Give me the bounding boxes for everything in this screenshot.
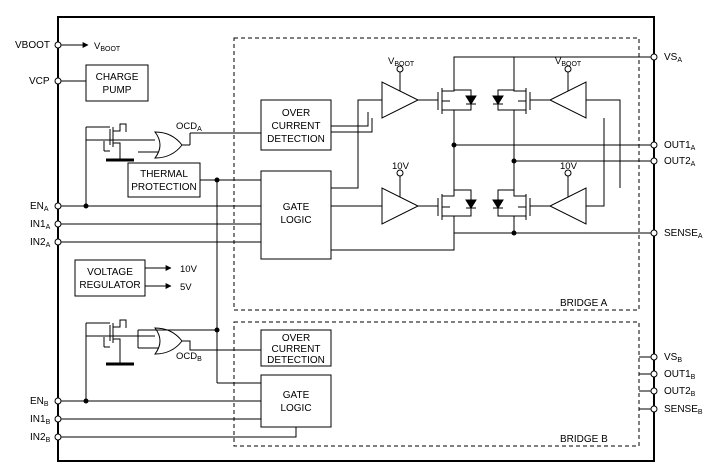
- svg-text:OUT1B: OUT1B: [664, 369, 696, 381]
- svg-text:OUT1A: OUT1A: [664, 140, 696, 152]
- bridge-a-region: [233, 37, 640, 311]
- pin-out1-b: OUT1B: [650, 369, 696, 381]
- svg-text:ENA: ENA: [30, 201, 49, 213]
- svg-text:VOLTAGE: VOLTAGE: [87, 267, 133, 278]
- driver-right-10v-label: 10V: [560, 161, 578, 172]
- svg-text:IN1A: IN1A: [30, 219, 51, 231]
- thermal-protection-block: THERMAL PROTECTION: [127, 162, 201, 198]
- pin-out2-a: OUT2A: [650, 156, 696, 168]
- bridge-b-region: [233, 321, 640, 447]
- over-current-detection-a-block: OVER CURRENT DETECTION: [260, 99, 332, 151]
- svg-text:IN2A: IN2A: [30, 237, 51, 249]
- svg-text:OVER: OVER: [282, 108, 310, 119]
- mosfet-low-right: [492, 161, 531, 233]
- bridge-b-label: BRIDGE B: [560, 434, 608, 445]
- svg-text:REGULATOR: REGULATOR: [79, 280, 140, 291]
- over-current-detection-b-block: OVER CURRENT DETECTION: [260, 329, 332, 367]
- svg-text:THERMAL: THERMAL: [140, 169, 188, 180]
- svg-text:LOGIC: LOGIC: [280, 215, 311, 226]
- driver-left-vboot-label: VBOOT: [388, 56, 415, 68]
- bridge-a-label: BRIDGE A: [560, 298, 608, 309]
- pin-vs-a: VSA: [650, 52, 682, 64]
- ocd-b-circuit: [85, 319, 261, 366]
- bridge-b-output-stubs: [639, 356, 651, 410]
- charge-pump-block: CHARGE PUMP: [85, 64, 149, 102]
- svg-text:PUMP: PUMP: [103, 85, 132, 96]
- svg-text:DETECTION: DETECTION: [267, 134, 325, 145]
- mosfet-high-right: [492, 88, 531, 161]
- ocd-a-circuit: [85, 123, 261, 162]
- gate-logic-a-block: GATE LOGIC: [260, 170, 332, 260]
- pin-out1-a: OUT1A: [650, 140, 696, 152]
- svg-text:IN2B: IN2B: [30, 432, 51, 444]
- bridge-a-power-stage: [331, 56, 651, 251]
- pin-sense-a: SENSEA: [650, 228, 703, 240]
- regulator-5v-label: 5V: [180, 282, 192, 293]
- svg-text:SENSEB: SENSEB: [664, 404, 703, 416]
- svg-text:ENB: ENB: [30, 396, 49, 408]
- svg-text:CURRENT: CURRENT: [272, 121, 321, 132]
- driver-right-vboot-label: VBOOT: [555, 56, 582, 68]
- svg-text:DETECTION: DETECTION: [267, 355, 325, 366]
- pin-in1-b: IN1B: [30, 414, 62, 426]
- svg-text:OUT2A: OUT2A: [664, 156, 696, 168]
- svg-text:VCP: VCP: [29, 76, 50, 87]
- pin-sense-b: SENSEB: [650, 404, 703, 416]
- svg-text:CURRENT: CURRENT: [272, 344, 321, 355]
- pin-in2-a: IN2A: [30, 237, 62, 249]
- regulator-10v-label: 10V: [180, 264, 198, 275]
- signal-wires: [61, 140, 297, 438]
- pin-out2-b: OUT2B: [650, 386, 696, 398]
- svg-text:VSA: VSA: [664, 52, 682, 64]
- pin-vs-b: VSB: [650, 352, 682, 364]
- voltage-regulator-block: VOLTAGE REGULATOR 10V 5V: [74, 259, 198, 297]
- svg-text:GATE: GATE: [283, 202, 310, 213]
- gate-logic-b-block: GATE LOGIC: [260, 374, 332, 428]
- pin-vcp: VCP: [29, 76, 86, 87]
- ocd-a-label: OCDA: [176, 121, 202, 133]
- svg-text:SENSEA: SENSEA: [664, 228, 703, 240]
- driver-left-10v-label: 10V: [392, 161, 410, 172]
- svg-text:VBOOT: VBOOT: [15, 40, 50, 51]
- mosfet-high-left: [437, 88, 477, 145]
- mosfet-low-left: [437, 145, 477, 233]
- svg-text:OVER: OVER: [282, 333, 310, 344]
- svg-text:GATE: GATE: [283, 390, 310, 401]
- ocd-b-label: OCDB: [176, 351, 202, 363]
- vboot-internal-label: VBOOT: [94, 41, 121, 53]
- svg-text:LOGIC: LOGIC: [280, 403, 311, 414]
- pin-en-b: ENB: [30, 396, 62, 408]
- svg-text:PROTECTION: PROTECTION: [131, 182, 197, 193]
- pin-in1-a: IN1A: [30, 219, 62, 231]
- pin-vboot: VBOOT VBOOT: [15, 40, 121, 53]
- svg-text:OUT2B: OUT2B: [664, 386, 696, 398]
- pin-en-a: ENA: [30, 201, 62, 213]
- pin-in2-b: IN2B: [30, 432, 62, 444]
- svg-text:IN1B: IN1B: [30, 414, 51, 426]
- svg-text:VSB: VSB: [664, 352, 682, 364]
- svg-text:CHARGE: CHARGE: [96, 72, 139, 83]
